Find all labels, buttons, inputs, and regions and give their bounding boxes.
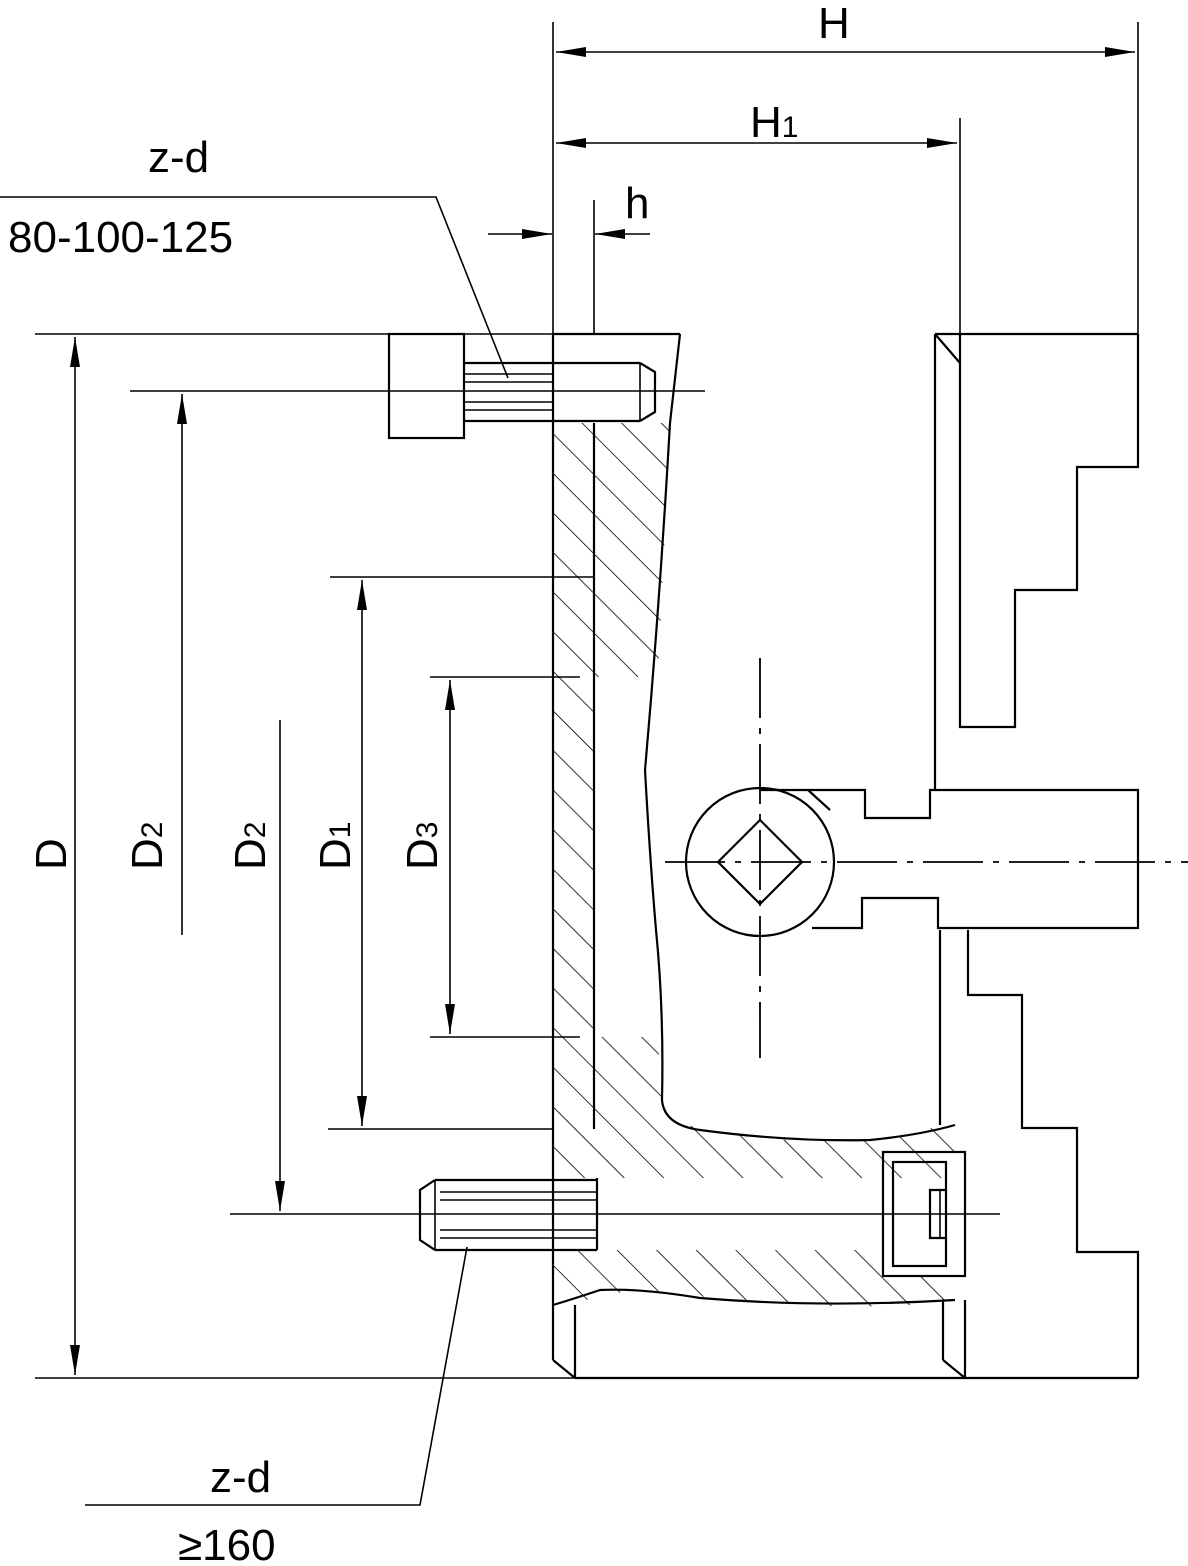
label-H: H <box>818 0 850 48</box>
label-D3: D3 <box>398 822 447 870</box>
label-D1: D1 <box>311 822 360 870</box>
label-h: h <box>625 179 649 228</box>
extension-lines <box>35 22 1139 1379</box>
label-D2-inner: D2 <box>226 822 275 870</box>
label-D: D <box>27 838 76 870</box>
label-D2-outer: D2 <box>123 822 172 870</box>
labels: H H1 h z-d 80-100-125 D D2 D2 D1 D3 z-d … <box>8 0 850 1566</box>
label-sizes-top: 80-100-125 <box>8 213 233 262</box>
label-sizes-bottom: ≥160 <box>178 1521 276 1566</box>
leader-lines <box>0 196 509 1506</box>
label-zd-top: z-d <box>148 133 209 182</box>
centre-lines <box>665 658 1188 1058</box>
label-H1: H1 <box>750 98 798 147</box>
hatched-sections <box>553 423 955 1307</box>
chuck-body-outline <box>387 332 1140 1380</box>
label-zd-bottom: z-d <box>210 1453 271 1502</box>
dimension-lines <box>70 47 1135 1375</box>
